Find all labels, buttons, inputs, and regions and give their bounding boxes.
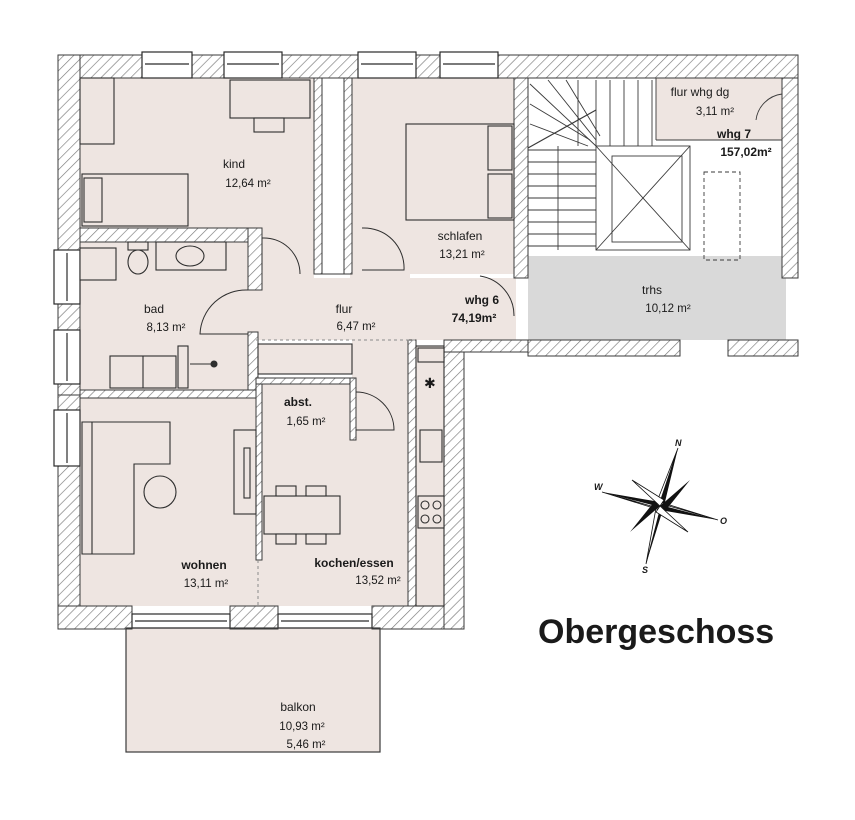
- compass-s: S: [642, 565, 648, 575]
- flur-label: flur: [336, 302, 353, 316]
- abst-label: abst.: [284, 395, 312, 409]
- sofa-icon: [81, 421, 171, 555]
- wall-bad-south: [79, 389, 263, 399]
- wall-abst-west: [255, 377, 263, 561]
- compass-o: O: [720, 516, 727, 526]
- door-bad: [199, 289, 249, 335]
- flur-area: 6,47 m²: [337, 321, 376, 333]
- wardrobe-kind: [79, 77, 115, 145]
- kind-label: kind: [223, 157, 245, 171]
- kochen-upper: [352, 340, 414, 440]
- trhs-floor: [528, 256, 786, 340]
- whg6-area: 74,19m²: [452, 311, 497, 325]
- fridge: [417, 347, 445, 363]
- wall-trhs-south-a: [443, 339, 529, 353]
- bathtub-icon: [109, 355, 177, 389]
- window-4: [439, 51, 499, 79]
- wall-south-mid: [229, 605, 279, 630]
- window-3: [357, 51, 417, 79]
- wall-east-kitchen: [443, 344, 465, 630]
- balkon-floor: [126, 628, 380, 752]
- schlafen-label: schlafen: [438, 229, 483, 243]
- window-2: [223, 51, 283, 79]
- wall-kitchen-west: [407, 339, 417, 607]
- bed-kind-pillow: [83, 177, 103, 223]
- wall-east-stairs: [513, 77, 529, 279]
- door-abst: [355, 391, 395, 431]
- extractor-icon: ✱: [424, 375, 436, 391]
- wall-bad-east: [247, 227, 263, 291]
- whg7-area: 157,02m²: [720, 145, 771, 159]
- kochen-label: kochen/essen: [314, 556, 393, 570]
- abst-area: 1,65 m²: [287, 416, 326, 428]
- wall-central-right: [343, 77, 353, 275]
- door-schlafen: [361, 227, 405, 271]
- shaft: [321, 77, 345, 275]
- bad-area: 8,13 m²: [147, 322, 186, 334]
- kitchen-sink: [419, 429, 443, 463]
- staircase: [527, 78, 783, 261]
- bad-label: bad: [144, 302, 164, 316]
- wall-abst-east: [349, 377, 357, 441]
- abst-floor: [262, 384, 352, 440]
- window-1: [141, 51, 193, 79]
- bed-icon: [405, 123, 515, 221]
- flur-connector: [262, 228, 314, 278]
- flur-dg-label: flur whg dg: [671, 85, 730, 99]
- room-labels: kind 12,64 m² schlafen 13,21 m² bad 8,13…: [144, 85, 734, 751]
- balkon-label: balkon: [280, 700, 315, 714]
- wall-abst-north: [255, 377, 353, 385]
- compass-w: W: [594, 482, 604, 492]
- compass-n: N: [675, 438, 682, 448]
- bad-cabinet: [79, 247, 117, 281]
- table-icon: [263, 485, 341, 545]
- wall-far-east: [781, 77, 799, 279]
- wall-south-left: [57, 605, 133, 630]
- wall-kind-bad: [79, 227, 263, 243]
- wall-trhs-south-b: [527, 339, 681, 357]
- shower-valve: [177, 345, 189, 389]
- toilet-icon: [127, 241, 149, 275]
- flur-dg-floor: [656, 78, 782, 140]
- landing-box: [703, 171, 741, 261]
- whg6-label: whg 6: [464, 293, 499, 307]
- balkon-area-2: 5,46 m²: [287, 739, 326, 751]
- flur-dg-area: 3,11 m²: [696, 106, 734, 118]
- stove-icon: [417, 495, 445, 529]
- kitchen-counter: [415, 345, 445, 607]
- plan-title: Obergeschoss: [538, 613, 774, 651]
- trhs-area: 10,12 m²: [645, 303, 691, 315]
- balkon-area: 10,93 m²: [279, 721, 325, 733]
- schlafen-area: 13,21 m²: [439, 249, 485, 261]
- compass-rose-icon: N O S W: [594, 438, 727, 575]
- flur-wardrobe: [257, 343, 353, 375]
- wall-central-left: [313, 77, 323, 275]
- wall-trhs-south-c: [727, 339, 799, 357]
- wohnen-area: 13,11 m²: [184, 578, 229, 590]
- unit-labels: whg 6 74,19m² whg 7 157,02m²: [452, 127, 772, 325]
- door-entry-whg6: [479, 275, 515, 317]
- trhs-label: trhs: [642, 283, 662, 297]
- desk-kind: [229, 79, 311, 119]
- kochen-area: 13,52 m²: [355, 575, 401, 587]
- flur-floor: [248, 278, 516, 340]
- furniture: [79, 77, 515, 607]
- kind-area: 12,64 m²: [225, 178, 271, 190]
- coffee-table: [143, 475, 177, 509]
- balkon-outline: [125, 627, 381, 753]
- door-kind: [261, 237, 301, 275]
- wohnen-label: wohnen: [180, 558, 226, 572]
- chair-kind: [253, 117, 285, 133]
- whg7-label: whg 7: [716, 127, 751, 141]
- sink-icon: [175, 245, 205, 267]
- doors: [199, 227, 515, 606]
